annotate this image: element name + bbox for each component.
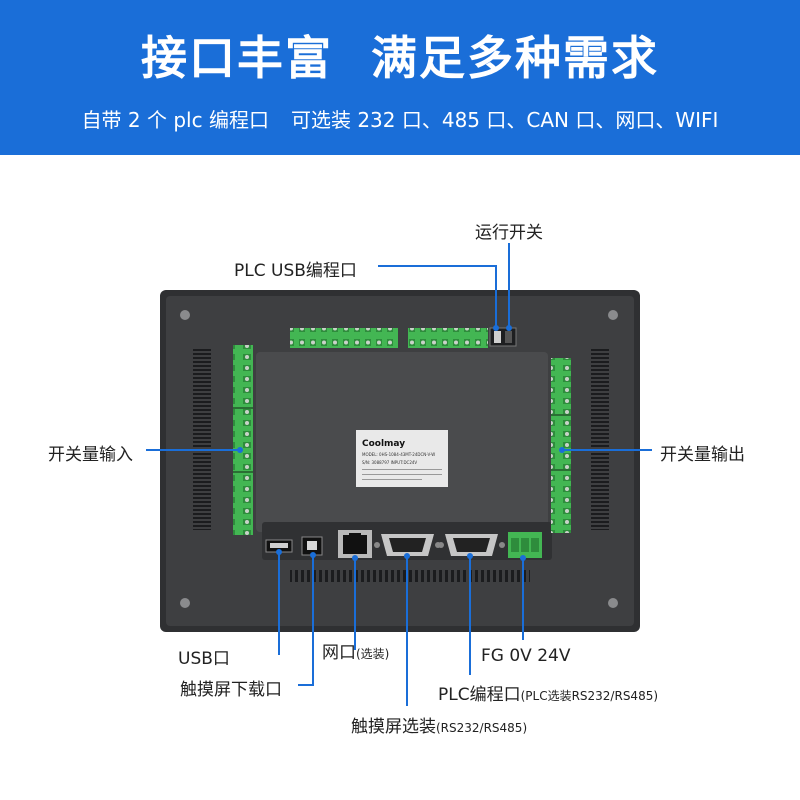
vent-left xyxy=(193,348,211,530)
page-title: 接口丰富满足多种需求 xyxy=(0,22,800,88)
label-plc-program-note: (PLC选装RS232/RS485) xyxy=(520,689,659,703)
vent-right xyxy=(591,348,609,530)
subtitle-left: 自带 2 个 plc 编程口 xyxy=(81,108,269,132)
label-ethernet-note: (选装) xyxy=(356,647,390,661)
terminal-input xyxy=(233,345,253,535)
label-touch-download-port: 触摸屏下载口 xyxy=(180,680,282,700)
title-left: 接口丰富 xyxy=(141,31,333,85)
vent-bottom xyxy=(290,570,530,582)
terminal-top-right xyxy=(408,328,488,348)
device-sticker xyxy=(356,430,448,487)
label-touch-optional-main: 触摸屏选装 xyxy=(351,717,436,737)
label-touch-optional-note: (RS232/RS485) xyxy=(436,721,528,735)
title-right: 满足多种需求 xyxy=(371,31,659,85)
label-power-terminal: FG 0V 24V xyxy=(481,646,571,666)
screw-icon xyxy=(180,310,190,320)
screw-icon xyxy=(180,598,190,608)
label-switch-input: 开关量输入 xyxy=(48,445,133,465)
header-banner: 接口丰富满足多种需求 自带 2 个 plc 编程口可选装 232 口、485 口… xyxy=(0,0,800,155)
sticker-brand: Coolmay xyxy=(362,439,405,449)
run-switch xyxy=(489,327,517,347)
callout-lines xyxy=(146,243,652,706)
label-ethernet-main: 网口 xyxy=(322,643,356,663)
sticker-line-2: S/N: 3088797 INPUT:DC24V xyxy=(362,460,417,465)
subtitle-right: 可选装 232 口、485 口、CAN 口、网口、WIFI xyxy=(290,108,719,132)
label-plc-program-port: PLC编程口(PLC选装RS232/RS485) xyxy=(438,680,658,705)
terminal-top-left xyxy=(290,328,398,348)
label-switch-output: 开关量输出 xyxy=(660,445,745,465)
screw-icon xyxy=(608,310,618,320)
label-touch-optional: 触摸屏选装(RS232/RS485) xyxy=(351,712,527,737)
label-run-switch: 运行开关 xyxy=(475,223,543,243)
screw-icon xyxy=(608,598,618,608)
label-plc-usb-port: PLC USB编程口 xyxy=(234,261,357,281)
label-plc-program-main: PLC编程口 xyxy=(438,685,521,705)
sticker-line-1: MODEL: 0HS-1084-43MT-24DCN-V-W xyxy=(362,452,435,457)
terminal-output xyxy=(551,358,571,533)
page-subtitle: 自带 2 个 plc 编程口可选装 232 口、485 口、CAN 口、网口、W… xyxy=(0,104,800,133)
label-ethernet-port: 网口(选装) xyxy=(322,638,389,663)
label-usb-port: USB口 xyxy=(178,649,230,669)
